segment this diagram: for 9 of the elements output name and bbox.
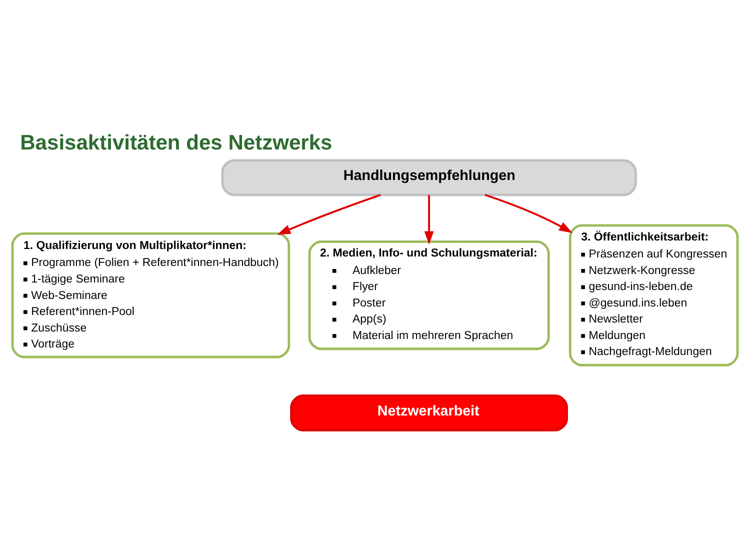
node-box: 1. Qualifizierung von Multiplikator*innen: Programme (Folien + Referent*innen-Handbuch) 1-tägige Seminare Web-Seminare Referent*innen-Pool Zuschüsse Vorträge (11, 232, 290, 358)
diagram-title: Basisaktivitäten des Netzwerks (20, 132, 332, 155)
arrow (484, 194, 572, 233)
node-box: Handlungsempfehlungen (221, 159, 637, 196)
node-box: Netzwerkarbeit (290, 394, 568, 432)
arrow (277, 194, 381, 235)
node-box: 3. Öffentlichkeitsarbeit: Präsenzen auf Kongressen Netzwerk-Kongresse gesund-ins-leben.de @gesund.ins.leben Newsletter Meldungen Nachgefragt-Meldungen (568, 224, 739, 366)
node-box: 2. Medien, Info- und Schulungsmaterial: Aufkleber Flyer Poster App(s) Material im mehreren Sprachen (308, 240, 550, 350)
arrow (424, 194, 434, 245)
